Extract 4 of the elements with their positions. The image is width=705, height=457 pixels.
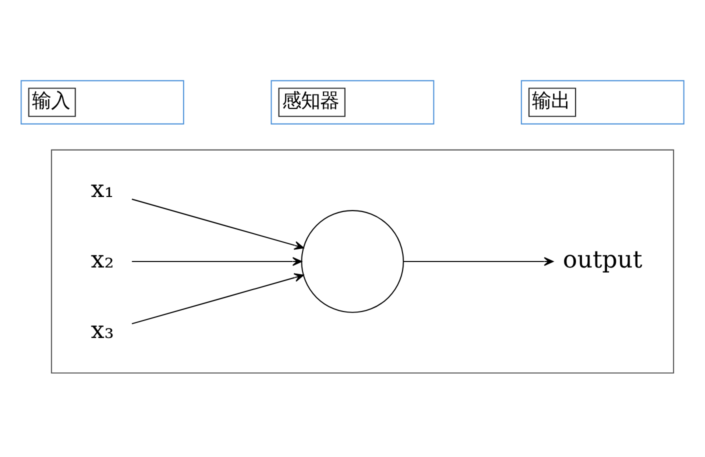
node-text: x₁ bbox=[90, 174, 114, 203]
node-text: output bbox=[562, 245, 642, 274]
node-text: x₂ bbox=[90, 245, 114, 274]
node-text: x₃ bbox=[90, 315, 114, 344]
